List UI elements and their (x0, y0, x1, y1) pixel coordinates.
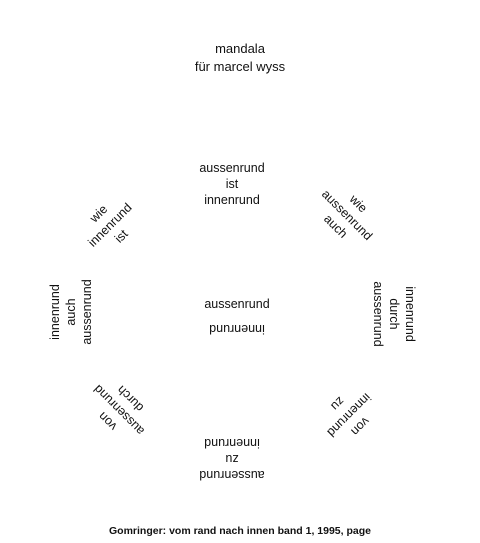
stanza-left-line-2: auch (64, 298, 78, 326)
stanza-bottom: aussenrund zu innenrund (182, 435, 282, 483)
stanza-upper-right: wie aussenrund auch (295, 163, 400, 268)
stanza-right-line-1: innenrund (403, 286, 417, 342)
stanza-right-line-3: aussenrund (371, 281, 385, 347)
stanza-right: innenrund durch aussenrund (370, 264, 418, 364)
stanza-top: aussenrund ist innenrund (182, 160, 282, 208)
stanza-bottom-line-3: innenrund (204, 436, 260, 450)
stanza-right-line-2: durch (387, 298, 401, 330)
stanza-left-line-3: aussenrund (80, 279, 94, 345)
stanza-top-line-2: ist (225, 177, 239, 191)
source-caption: Gomringer: vom rand nach innen band 1, 1… (109, 525, 371, 537)
stanza-lower-left: von aussenrund durch (67, 358, 172, 463)
center-inverted-text: innenrund (209, 322, 265, 336)
stanza-left-line-1: innenrund (48, 284, 62, 340)
title-line-1: mandala (215, 41, 265, 56)
stanza-lower-right: von innenrund zu (297, 363, 402, 468)
center-upright-text: aussenrund (204, 297, 270, 311)
title-line-2: für marcel wyss (194, 59, 286, 74)
center-upright: aussenrund (187, 296, 287, 312)
stanza-top-line-3: innenrund (204, 193, 260, 207)
stanza-bottom-line-1: aussenrund (199, 468, 265, 482)
center-inverted: innenrund (187, 321, 287, 337)
poem-title: mandala für marcel wyss (0, 40, 480, 76)
stanza-bottom-line-2: zu (225, 452, 239, 466)
stanza-left: innenrund auch aussenrund (47, 262, 95, 362)
stanza-top-line-1: aussenrund (199, 161, 265, 175)
